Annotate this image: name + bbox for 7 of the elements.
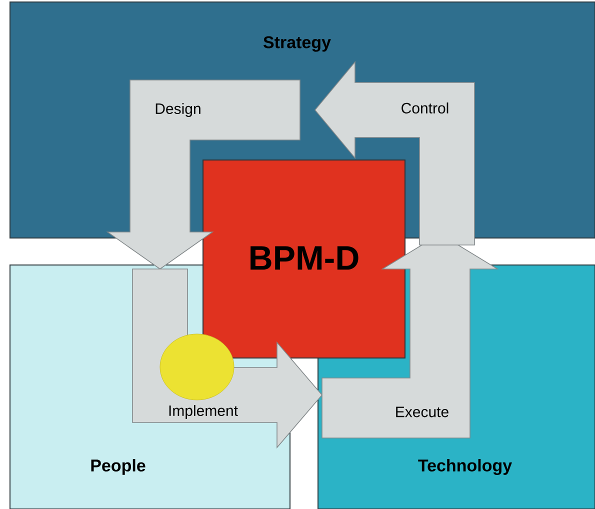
edge-label: Control <box>402 102 448 114</box>
edge-label: Execute <box>396 406 448 418</box>
block-arrow <box>106 80 300 270</box>
edge-label: Design <box>156 103 200 117</box>
center-square: BPM-D <box>202 160 406 358</box>
block-arrow <box>314 60 475 246</box>
edge-label: Implement <box>169 405 238 419</box>
